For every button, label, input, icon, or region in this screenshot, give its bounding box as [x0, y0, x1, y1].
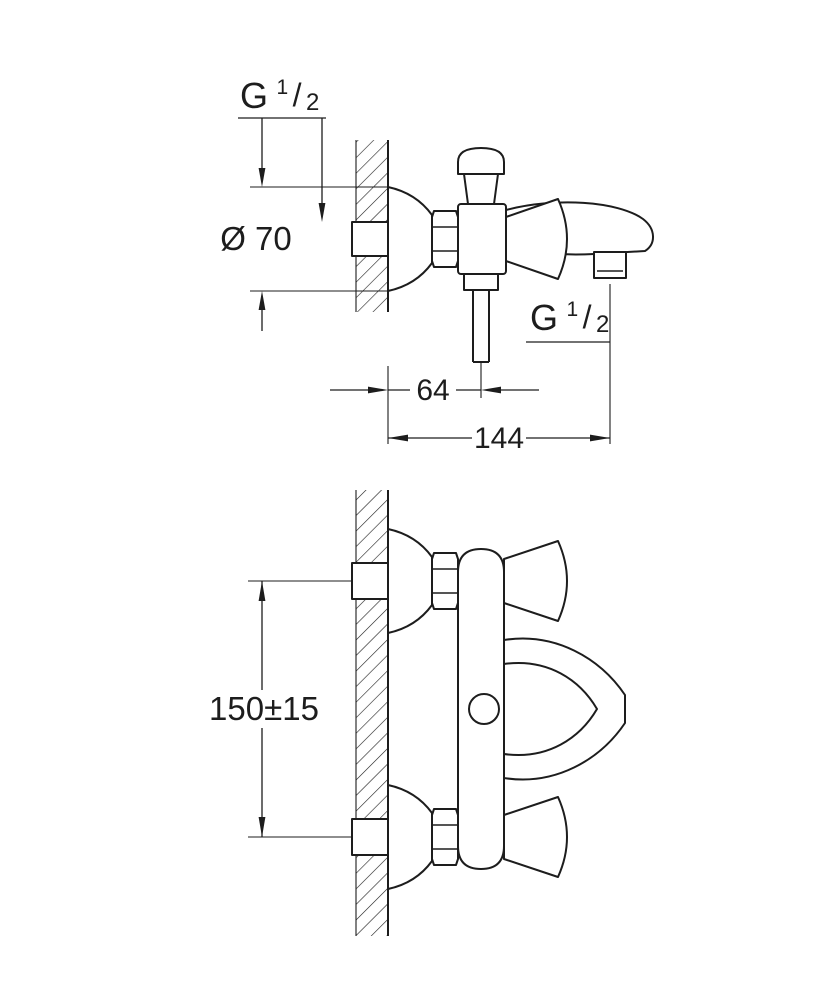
- wall-section-bottom: [355, 490, 389, 936]
- arrow-up-icon: [258, 581, 266, 601]
- mixer-side: [351, 147, 654, 363]
- wall-hatch-bottom: [356, 490, 388, 936]
- arrow-down-icon: [258, 817, 266, 837]
- escutcheon-top: [387, 528, 433, 634]
- escutcheon-bottom: [387, 784, 433, 890]
- mounting-square-side: [351, 221, 389, 257]
- spout-front: [503, 637, 626, 781]
- thread-label-slash: /: [583, 299, 592, 335]
- thread-label-numerator: 1: [276, 76, 288, 99]
- arrow-down-icon: [258, 168, 266, 187]
- escutcheon-side: [387, 186, 433, 292]
- side-view-dimensions: G 1 / 2 Ø 70: [220, 75, 611, 455]
- mounting-square-bottom: [351, 818, 389, 856]
- mounting-square-top: [351, 562, 389, 600]
- mixer-front: [351, 528, 626, 890]
- arrow-left-icon: [481, 386, 501, 394]
- diverter-button-front: [468, 693, 500, 725]
- dim-144-label: 144: [474, 422, 524, 455]
- handle-side: [505, 198, 568, 280]
- aerator: [593, 251, 627, 279]
- arrow-up-icon: [258, 291, 266, 310]
- diameter-label: Ø 70: [220, 220, 292, 257]
- thread-label-slash: /: [293, 77, 302, 113]
- thread-label-denominator: 2: [596, 311, 609, 338]
- hex-nut-side: [431, 210, 459, 268]
- thread-size-label-top: G 1 / 2: [240, 75, 319, 116]
- valve-body: [457, 203, 507, 275]
- handle-bottom: [503, 796, 568, 878]
- thread-label-denominator: 2: [306, 89, 319, 116]
- diverter-stem: [463, 173, 499, 205]
- arrow-down-icon: [318, 203, 326, 222]
- dim-150-label: 150±15: [209, 690, 319, 727]
- arrow-right-icon: [590, 434, 610, 442]
- thread-label-base: G: [240, 75, 268, 116]
- front-view: 150±15: [209, 490, 626, 936]
- front-view-dimensions: 150±15: [209, 580, 352, 838]
- thread-label-base: G: [530, 297, 558, 338]
- pipe-collar: [463, 273, 499, 291]
- side-view: G 1 / 2 Ø 70: [220, 75, 654, 455]
- arrow-right-icon: [368, 386, 388, 394]
- arrow-left-icon: [388, 434, 408, 442]
- hex-nut-top: [431, 552, 459, 610]
- thread-size-label-bottom: G 1 / 2: [530, 297, 609, 338]
- thread-label-numerator: 1: [566, 298, 578, 321]
- hex-nut-bottom: [431, 808, 459, 866]
- dim-64-label: 64: [416, 374, 449, 407]
- diverter-knob: [457, 147, 505, 175]
- handle-top: [503, 540, 568, 622]
